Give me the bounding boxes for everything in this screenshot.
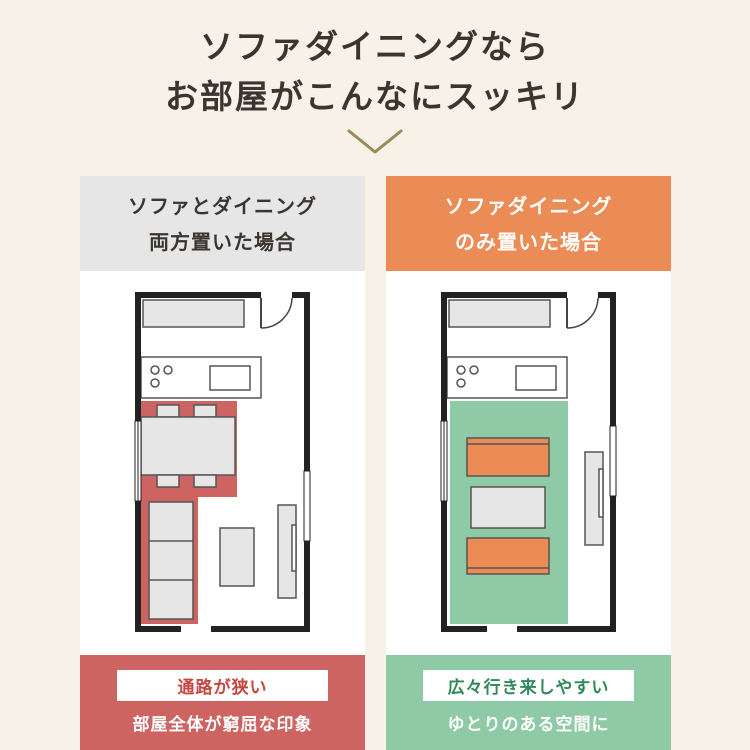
tv: [291, 524, 297, 572]
result-tag: 通路が狭い: [117, 670, 328, 701]
headline-line-2: お部屋がこんなにスッキリ: [165, 77, 585, 116]
panel-title-line-1: ソファダイニング: [444, 193, 613, 218]
sink: [209, 365, 251, 391]
back-counter: [142, 299, 245, 328]
balcony-door: [609, 425, 617, 497]
wall: [517, 626, 616, 632]
panel-header: ソファダイニング のみ置いた場合: [386, 176, 671, 271]
stove-burner: [163, 365, 173, 375]
wall: [211, 626, 310, 632]
dining-table: [140, 416, 236, 476]
stove-burner: [150, 378, 160, 388]
back-counter: [448, 299, 551, 328]
dining-chair: [156, 474, 180, 488]
sofa: [148, 501, 194, 620]
dining-chair: [193, 404, 217, 418]
result-tag: 広々行き来しやすい: [423, 670, 634, 701]
stove-burner: [469, 365, 479, 375]
floor-plan-sofa-and-dining: [134, 292, 311, 632]
wall: [441, 626, 487, 632]
panel-title-line-2: 両方置いた場合: [149, 229, 296, 254]
coffee-table: [219, 527, 255, 587]
panel-title-line-2: のみ置いた場合: [455, 229, 602, 254]
comparison-panel-sofa-dining-only: ソファダイニング のみ置いた場合: [386, 176, 671, 750]
stove-burner: [150, 365, 160, 375]
headline-line-1: ソファダイニングなら: [200, 27, 550, 66]
balcony-door: [303, 470, 311, 542]
result-caption: ゆとりのある空間に: [447, 715, 610, 735]
dining-chair: [193, 474, 217, 488]
door-swing: [566, 297, 599, 329]
stove-burner: [456, 365, 466, 375]
comparison-panel-sofa-and-dining: ソファとダイニング 両方置いた場合: [80, 176, 365, 750]
panel-header: ソファとダイニング 両方置いた場合: [80, 176, 365, 271]
panel-footer: 通路が狭い 部屋全体が窮屈な印象: [80, 655, 365, 750]
chevron-down-icon: [347, 129, 403, 154]
floor-plan-sofa-dining-only: [440, 292, 617, 632]
wall: [292, 292, 310, 298]
panel-title-line-1: ソファとダイニング: [128, 193, 317, 218]
door-swing: [260, 297, 293, 329]
panel-footer: 広々行き来しやすい ゆとりのある空間に: [386, 655, 671, 750]
sink: [515, 365, 557, 391]
headline: ソファダイニングなら お部屋がこんなにスッキリ: [0, 22, 750, 122]
result-caption: 部屋全体が窮屈な印象: [132, 715, 313, 735]
wall: [598, 292, 616, 298]
dining-chair: [156, 404, 180, 418]
wall: [135, 292, 261, 298]
sofa-dining-table: [470, 486, 546, 529]
wall: [304, 292, 310, 632]
wall: [135, 626, 181, 632]
tv: [598, 468, 604, 518]
wall: [441, 292, 567, 298]
stove-burner: [456, 378, 466, 388]
